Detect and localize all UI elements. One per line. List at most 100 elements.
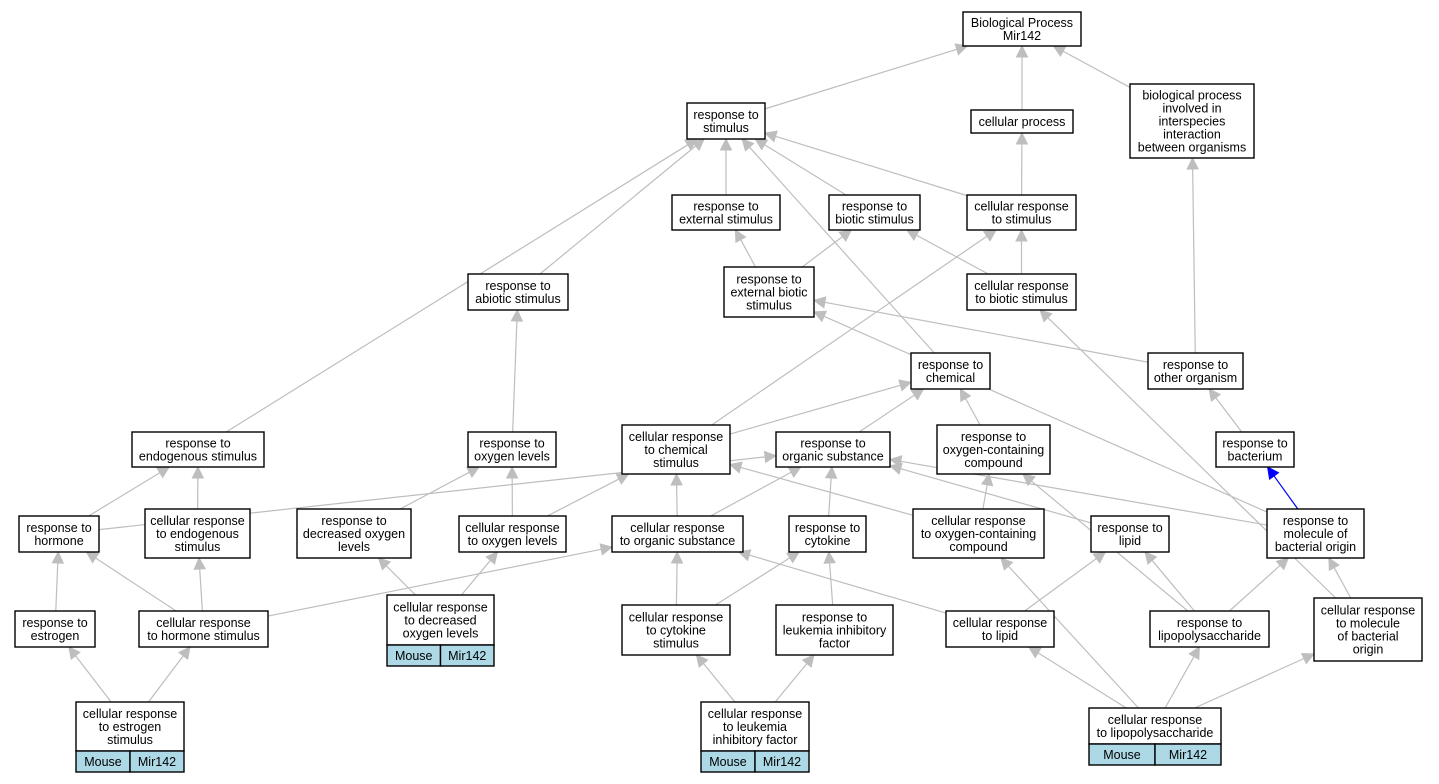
arrowhead-icon [177, 646, 191, 660]
term-label-line: response to [693, 108, 758, 122]
edge-line [711, 235, 988, 426]
arrowhead-icon [1300, 652, 1316, 665]
arrowhead-icon [982, 229, 997, 242]
term-box [621, 424, 731, 475]
edge-line [828, 477, 832, 517]
edge-line [1062, 50, 1131, 88]
edge-re-to-rh [51, 550, 65, 612]
term-label-line: to molecule [1336, 617, 1400, 631]
term-label-line: estrogen [31, 629, 80, 643]
term-box [458, 515, 567, 553]
term-box [1147, 352, 1244, 390]
arrowhead-icon [1015, 131, 1029, 145]
arrowhead-icon [695, 654, 709, 668]
gene-label: Mir142 [1169, 748, 1207, 762]
term-label-line: cellular response [629, 430, 724, 444]
term-label-line: response to [485, 279, 550, 293]
term-box [611, 515, 744, 553]
term-label-line: to cytokine [646, 624, 706, 638]
term-label-line: response to [26, 521, 91, 535]
term-box [970, 109, 1074, 134]
arrowhead-icon [505, 465, 519, 479]
edge-line [1192, 168, 1196, 354]
term-label-line: inhibitory factor [713, 733, 798, 747]
term-label-line: cellular response [974, 279, 1069, 293]
arrowhead-icon [1144, 551, 1158, 565]
term-label-line: cellular response [156, 616, 251, 630]
term-label-line: cellular response [630, 521, 725, 535]
gene-tag [1154, 743, 1222, 766]
edge-crdol-to-crol [460, 551, 499, 596]
term-box [386, 594, 495, 646]
arrowhead-icon [1015, 44, 1029, 58]
edge-line [749, 146, 935, 354]
organism-label: Mouse [709, 755, 747, 769]
arrowhead-icon [754, 138, 769, 151]
term-label-line: response to [1097, 521, 1162, 535]
edge-bpi-to-bp [1052, 45, 1131, 88]
arrowhead-icon [824, 465, 838, 479]
edge-crlif-to-crcys [695, 654, 736, 703]
term-box [775, 431, 891, 468]
edge-line [1194, 657, 1305, 709]
term-box [144, 508, 251, 559]
term-label-line: leukemia inhibitory [783, 624, 887, 638]
term-label-line: oxygen levels [403, 627, 479, 641]
term-box [621, 604, 731, 656]
term-label-line: response to [842, 200, 907, 214]
term-label-line: stimulus [653, 456, 699, 470]
term-label-line: response to [800, 437, 865, 451]
edge-crhs-to-cres [193, 556, 207, 612]
arrowhead-icon [734, 229, 747, 244]
term-box [1215, 431, 1295, 468]
edge-crlps-to-crmbo [1194, 652, 1316, 709]
term-label-line: to biotic stimulus [975, 292, 1067, 306]
edge-crbs-to-crs [1015, 228, 1028, 274]
edge-line [740, 239, 757, 268]
edge-crdol-to-rdol [377, 557, 416, 596]
term-box [1088, 707, 1222, 745]
term-label-line: to organic substance [620, 534, 735, 548]
term-label-line: lipid [1119, 534, 1141, 548]
term-label-line: response to [693, 200, 758, 214]
go-term-node-cp[interactable]: cellular process [970, 109, 1074, 134]
